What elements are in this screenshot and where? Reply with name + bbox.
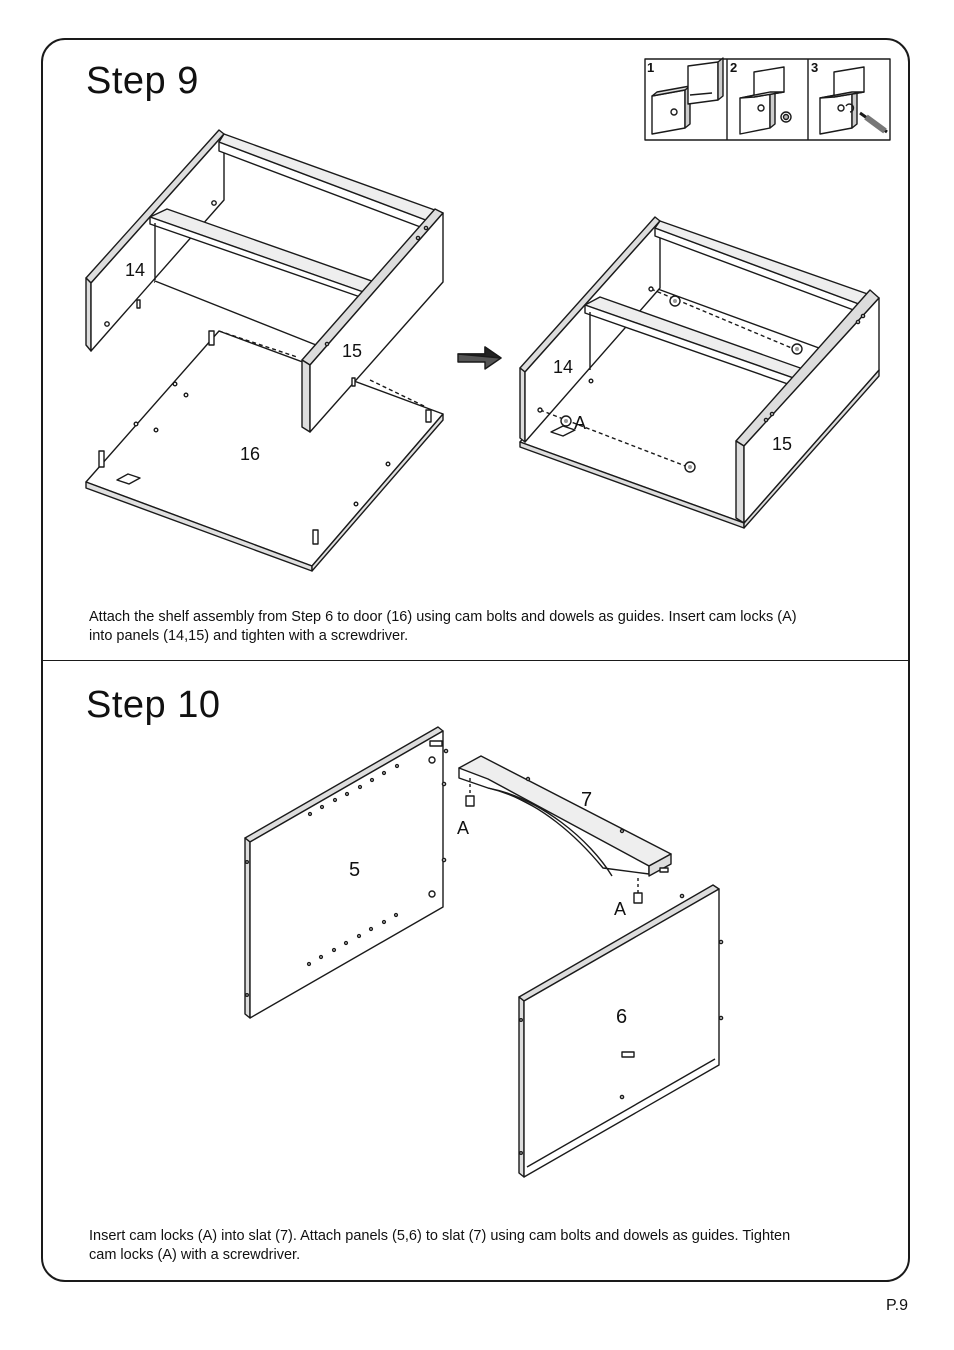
label-cam-lock-a: A [574,413,586,433]
step-10-caption-line-2: cam locks (A) with a screwdriver. [89,1247,301,1263]
label-panel-14: 14 [125,260,145,280]
step-9-arrow [457,346,502,370]
page-number: P.9 [886,1297,908,1314]
label-cam-lock-a-lower: A [614,899,626,919]
step-divider [41,660,910,661]
label-panel-15: 15 [342,341,362,361]
label-cam-lock-a-upper: A [457,818,469,838]
step-9-exploded-view [85,129,444,572]
step-9-assembled-view [519,216,880,529]
step-9-caption-line-2: into panels (14,15) and tighten with a s… [89,628,409,644]
instruction-label-2: 2 [730,60,737,75]
step-9-title: Step 9 [86,60,199,102]
instruction-label-3: 3 [811,60,818,75]
label-door-16: 16 [240,444,260,464]
label-panel-5: 5 [349,859,360,881]
label-assembled-14: 14 [553,357,573,377]
cam-lock-instruction-panels [644,57,891,141]
step-10-caption: Insert cam locks (A) into slat (7). Atta… [89,1227,889,1265]
step-10-caption-line-1: Insert cam locks (A) into slat (7). Atta… [89,1228,791,1244]
step-10-illustration [244,726,724,1178]
label-slat-7: 7 [581,789,592,811]
label-assembled-15: 15 [772,434,792,454]
step-9-caption: Attach the shelf assembly from Step 6 to… [89,608,889,646]
step-10-title: Step 10 [86,684,221,726]
step-9-caption-line-1: Attach the shelf assembly from Step 6 to… [89,609,797,625]
label-panel-6: 6 [616,1006,627,1028]
instruction-label-1: 1 [647,60,654,75]
